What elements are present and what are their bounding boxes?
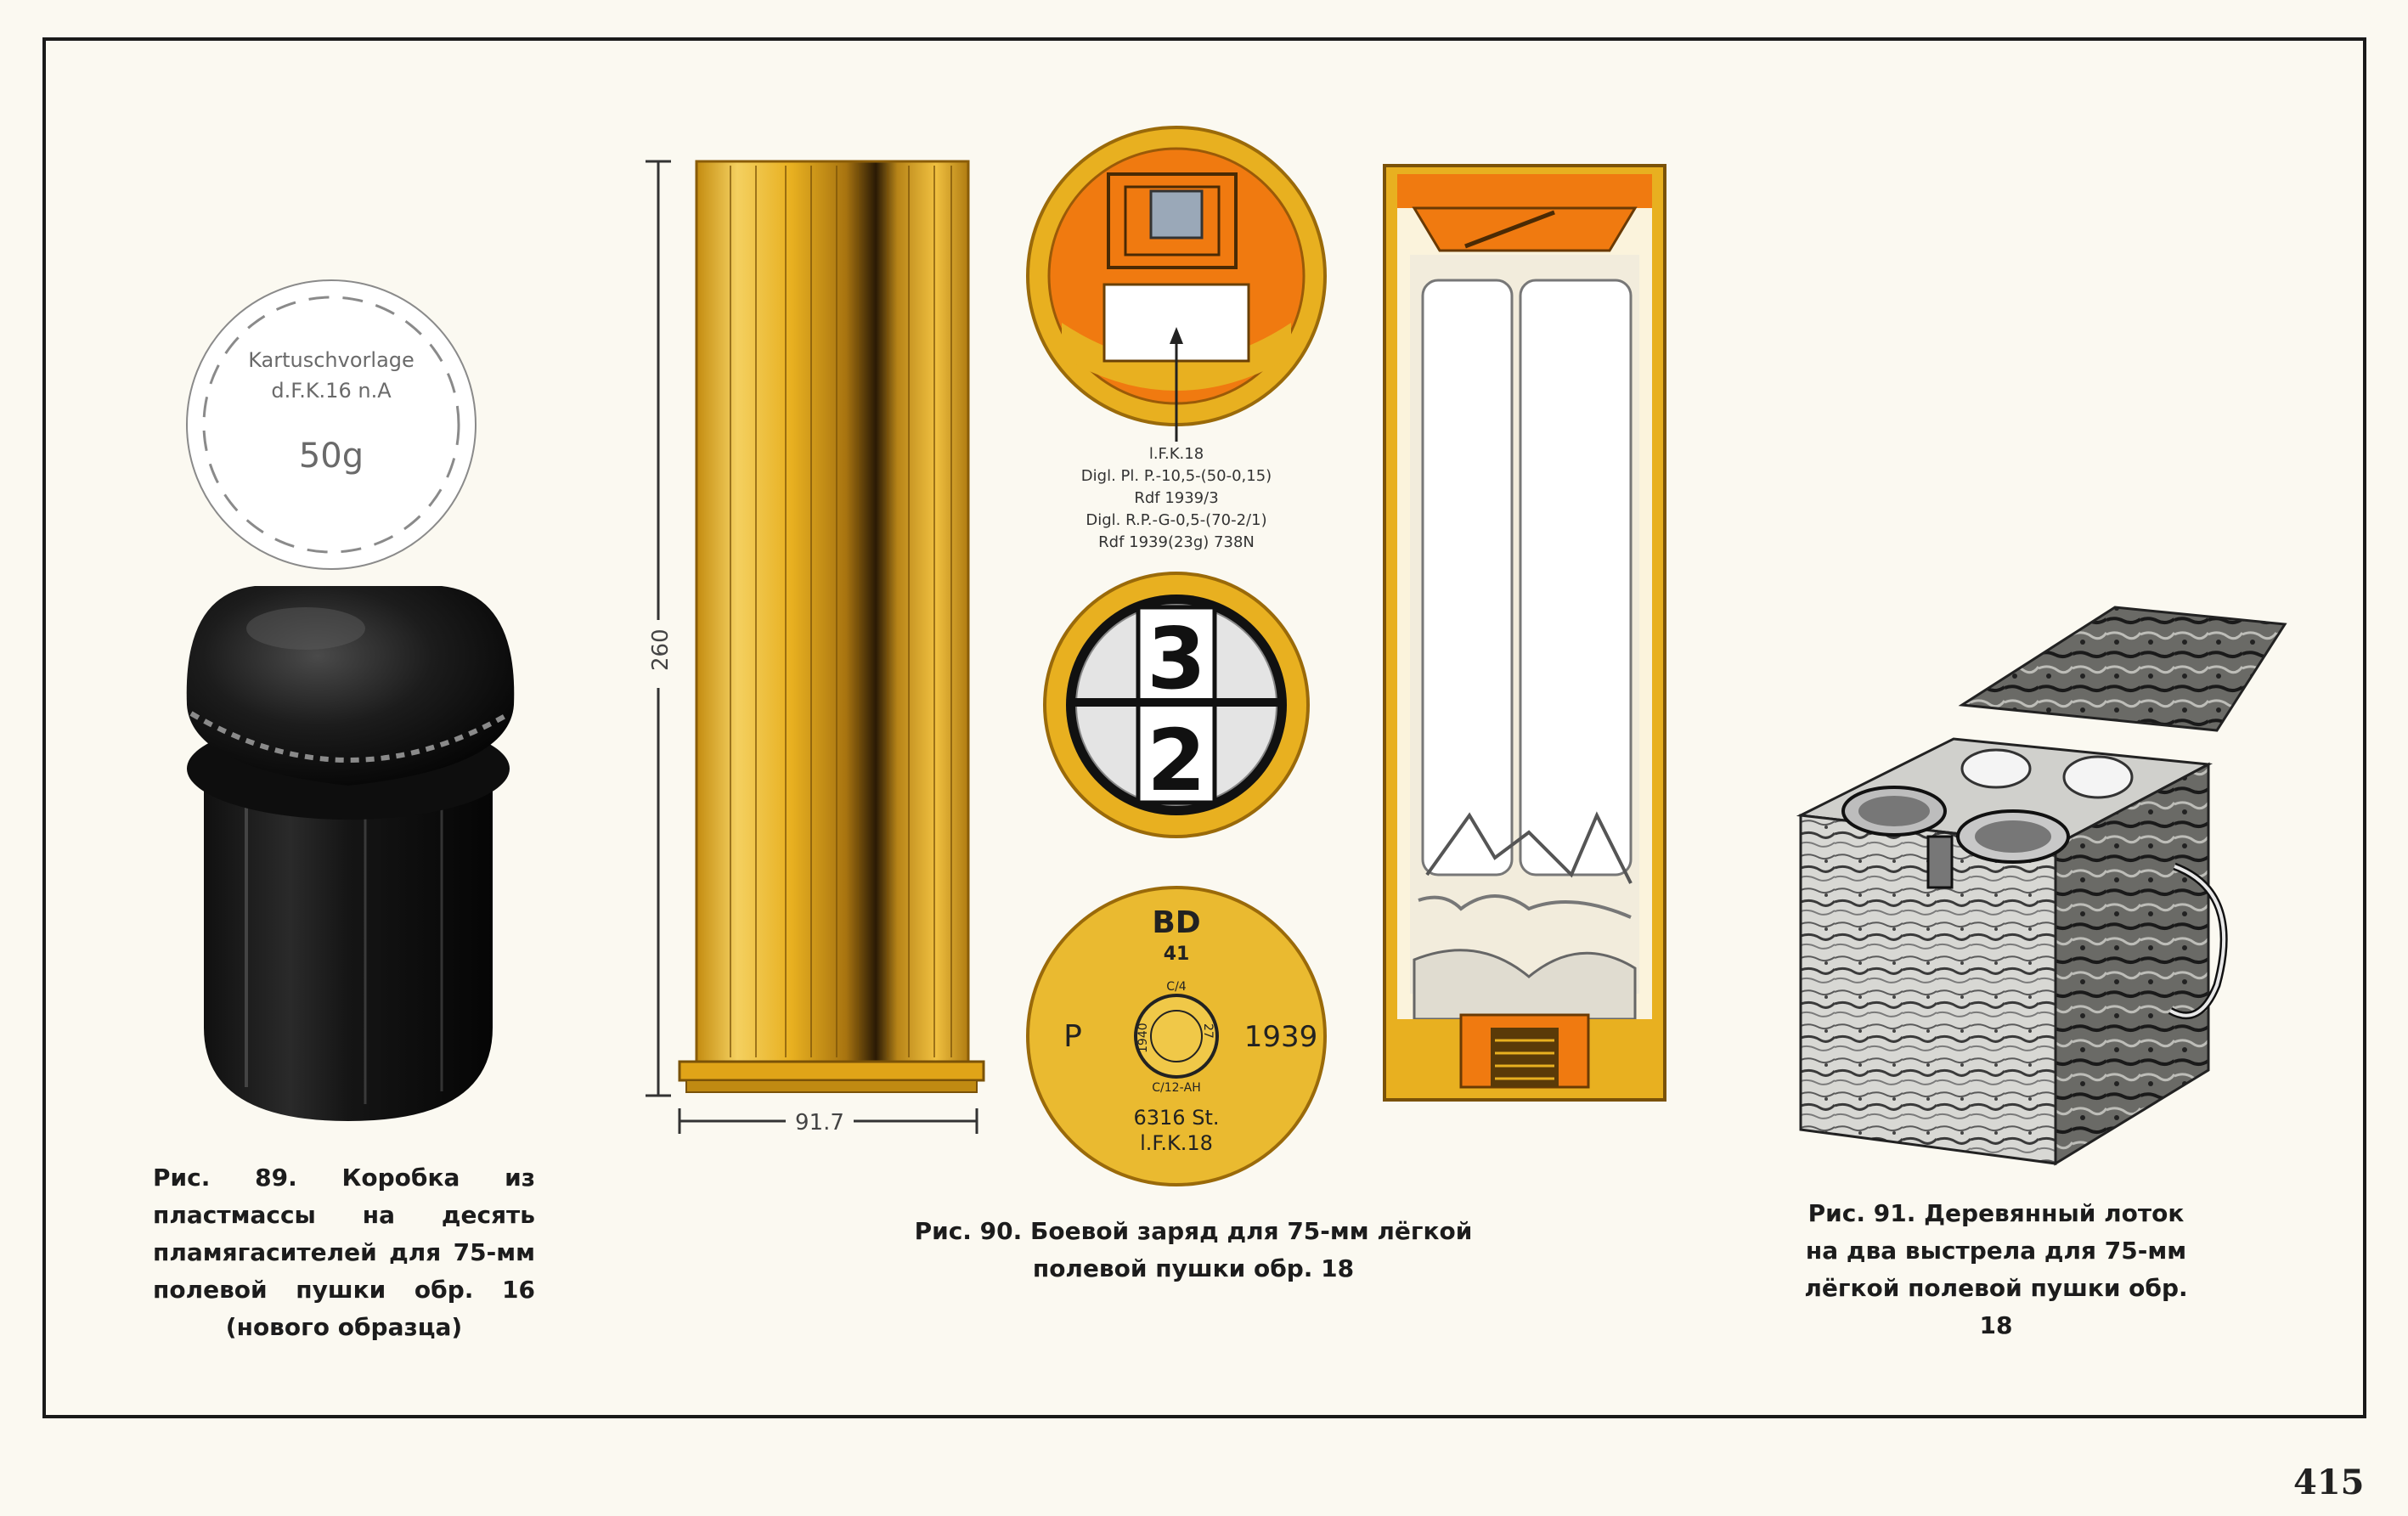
fig90-marking-4: Digl. R.P.-G-0,5-(70-2/1) [1086,511,1266,529]
fig90-markings: l.F.K.18 Digl. Pl. P.-10,5-(50-0,15) Rdf… [1081,445,1272,551]
page-number: 415 [2293,1462,2365,1502]
fig90-base-mark-num: 41 [1164,944,1190,965]
fig89-label-line2: d.F.K.16 n.A [271,379,392,403]
fig91-drawing [1796,606,2287,1166]
fig90-charge-top: 3 [1147,609,1206,708]
fig90-primer-right: 27 [1201,1023,1215,1039]
fig90-drawing: 260 91.7 l.F.K.18 Digl. Pl. P.-10,5-(50-… [646,126,1666,1186]
fig90-base-mark-top: BD [1152,905,1200,940]
fig90-marking-3: Rdf 1939/3 [1134,489,1218,507]
fig90-base-disk: BD 41 P 1939 С/4 1940 27 С/12-АН 6316 St… [1026,886,1327,1186]
fig90-cartridge-case [678,160,985,1093]
fig90-marking-1: l.F.K.18 [1149,445,1204,463]
fig89-label-line1: Kartuschvorlage [248,348,414,372]
fig90-top-disk [1026,126,1327,442]
fig89-drawing: Kartuschvorlage d.F.K.16 n.A 50g [186,279,515,1121]
fig90-marking-5: Rdf 1939(23g) 738N [1098,533,1255,551]
fig90-base-right: 1939 [1244,1020,1318,1054]
fig89-label-weight: 50g [299,437,364,476]
fig90-dim-width: 91.7 [795,1110,844,1136]
fig90-primer-top: С/4 [1166,980,1186,994]
fig90-charge-disk: 3 2 [1043,572,1310,838]
fig90-primer-bottom: С/12-АН [1152,1081,1200,1095]
fig90-base-line1: 6316 St. [1134,1106,1220,1130]
fig91-caption: Рис. 91. Деревянный лоток на два выстрел… [1804,1199,2188,1339]
fig90-charge-bottom: 2 [1147,711,1206,810]
fig90-caption: Рис. 90. Боевой заряд для 75-мм лёгкой п… [914,1217,1473,1282]
page-frame [42,37,2366,1418]
fig89-label-disk: Kartuschvorlage d.F.K.16 n.A 50g [186,279,477,570]
fig90-base-left: P [1063,1019,1082,1054]
fig89-plastic-box [186,586,515,1121]
fig90-base-line2: l.F.K.18 [1140,1131,1213,1155]
fig90-dim-height: 260 [648,628,674,671]
fig90-primer-left: 1940 [1136,1023,1150,1053]
fig89-caption: Рис. 89. Коробка из пластмассы на десять… [153,1164,535,1341]
fig90-cutaway [1383,164,1666,1102]
fig90-marking-2: Digl. Pl. P.-10,5-(50-0,15) [1081,467,1272,485]
